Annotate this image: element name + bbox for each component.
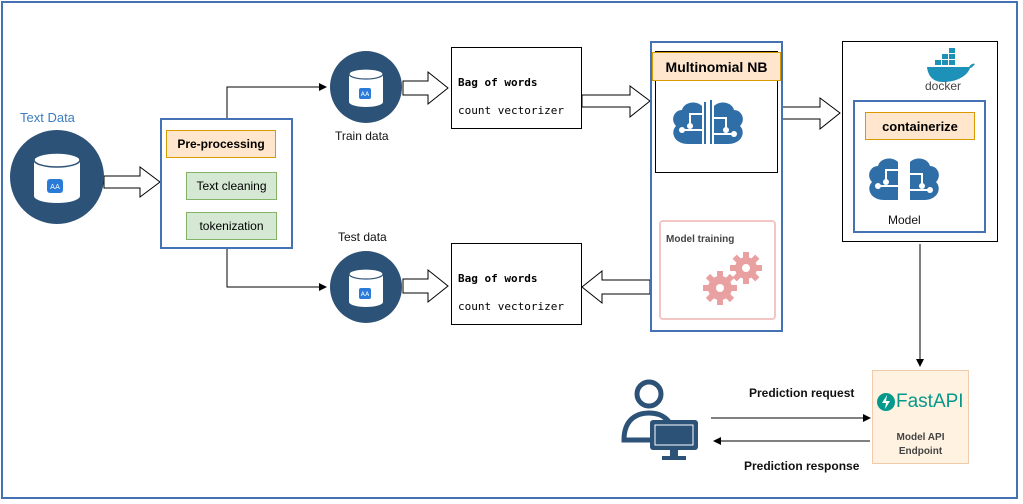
preprocessing-title: Pre-processing <box>166 130 276 158</box>
train-database-icon: AA <box>330 51 402 123</box>
bow-test-title: Bag of words <box>458 272 538 285</box>
docker-whale-icon <box>927 48 975 82</box>
arrow-source-to-preprocessing <box>103 166 161 198</box>
model-title: Multinomial NB <box>652 52 781 81</box>
step-text-cleaning: Text cleaning <box>186 172 277 200</box>
bow-train-title: Bag of words <box>458 76 538 89</box>
fastapi-bolt-icon <box>877 393 895 411</box>
ai-brain-icon <box>673 100 743 144</box>
train-label: Train data <box>335 129 389 143</box>
connector-preprocessing-to-test <box>226 248 327 291</box>
bow-test-box: Bag of words count vectorizer <box>451 243 582 325</box>
step-tokenization: tokenization <box>186 212 277 240</box>
arrow-test-to-bow <box>402 268 449 304</box>
connector-preprocessing-to-train <box>226 83 327 118</box>
containerize-title: containerize <box>865 112 975 140</box>
model-brain-icon <box>869 158 939 200</box>
model-inner-box <box>655 51 778 173</box>
prediction-request-label: Prediction request <box>749 386 855 400</box>
svg-text:AA: AA <box>50 183 60 191</box>
model-training-label: Model training <box>666 234 735 245</box>
test-label: Test data <box>338 230 387 244</box>
user-computer-icon <box>621 379 698 460</box>
gears-icon <box>703 252 762 305</box>
svg-text:AA: AA <box>361 91 370 98</box>
docker-logo-text: docker <box>925 79 962 93</box>
model-label: Model <box>888 213 921 227</box>
prediction-response-label: Prediction response <box>744 459 860 473</box>
svg-text:AA: AA <box>361 291 370 298</box>
endpoint-line-2: Endpoint <box>898 446 943 457</box>
source-label: Text Data <box>20 110 75 125</box>
test-database-icon: AA <box>330 251 402 323</box>
arrow-bow-to-model <box>581 85 651 119</box>
database-icon: AA <box>10 130 104 224</box>
bow-train-subtitle: count vectorizer <box>458 104 564 117</box>
arrow-model-to-bow-test <box>581 269 651 305</box>
fastapi-logo-text: FastAPI <box>896 391 964 412</box>
fastapi-box <box>872 370 969 464</box>
bow-train-box: Bag of words count vectorizer <box>451 47 582 129</box>
bow-test-subtitle: count vectorizer <box>458 300 564 313</box>
arrow-model-to-docker <box>781 97 841 131</box>
endpoint-line-1: Model API <box>896 432 945 443</box>
docker-outer-box <box>842 41 998 242</box>
arrow-train-to-bow <box>402 70 449 106</box>
